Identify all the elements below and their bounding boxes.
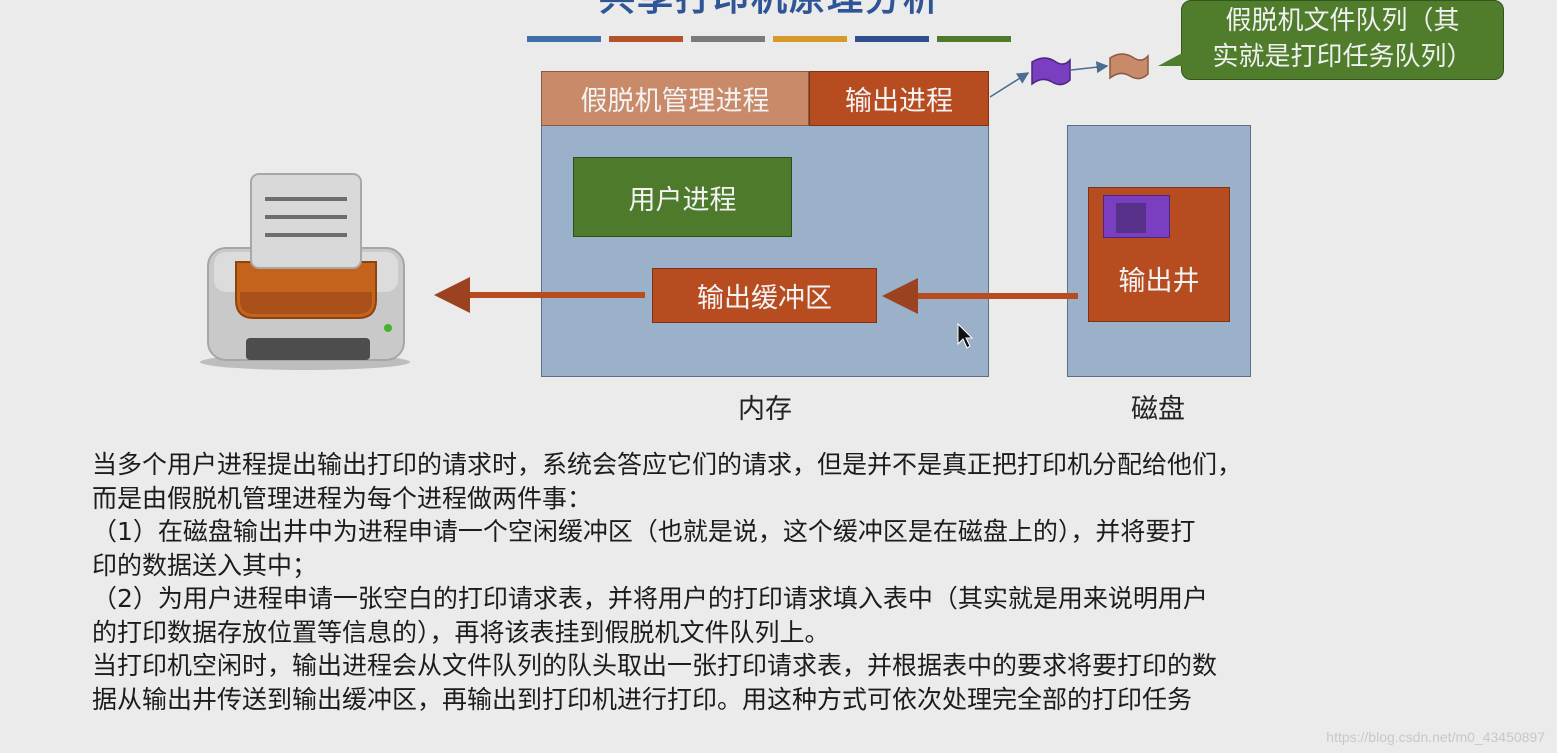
output-buffer: 输出缓冲区 <box>652 268 877 323</box>
text-line: （1）在磁盘输出井中为进程申请一个空闲缓冲区（也就是说，这个缓冲区是在磁盘上的）… <box>92 517 1196 546</box>
title-stripe-4 <box>773 36 847 42</box>
text-line: 当多个用户进程提出输出打印的请求时，系统会答应它们的请求，但是并不是真正把打印机… <box>92 450 1243 479</box>
print-data-inner-block <box>1116 203 1146 233</box>
title-stripe-2 <box>609 36 683 42</box>
text-line: 而是由假脱机管理进程为每个进程做两件事： <box>92 483 593 513</box>
user-process: 用户进程 <box>573 157 792 237</box>
callout-line-1: 假脱机文件队列（其 <box>1225 6 1460 36</box>
page-title: 共享打印机原理分析 <box>520 0 1020 24</box>
text-line: 据从输出井传送到输出缓冲区，再输出到打印机进行打印。用这种方式可依次处理完全部的… <box>92 684 1193 714</box>
arrow-output-to-queue <box>989 72 1030 98</box>
explanation-text: 当多个用户进程提出输出打印的请求时，系统会答应它们的请求，但是并不是真正把打印机… <box>92 448 1492 716</box>
callout-line-2: 实就是打印任务队列） <box>1212 42 1473 72</box>
arrow-queue-link <box>1070 61 1109 74</box>
memory-label: 内存 <box>738 394 792 425</box>
spool-manager-process: 假脱机管理进程 <box>541 71 809 126</box>
title-stripe-3 <box>691 36 765 42</box>
spool-queue-callout: 假脱机文件队列（其 实就是打印任务队列） <box>1181 0 1504 80</box>
title-stripe-1 <box>527 36 601 42</box>
title-stripe-6 <box>937 36 1011 42</box>
disk-label: 磁盘 <box>1131 394 1185 425</box>
text-line: 当打印机空闲时，输出进程会从文件队列的队头取出一张打印请求表，并根据表中的要求将… <box>92 651 1218 680</box>
watermark: https://blog.csdn.net/m0_43450897 <box>1326 729 1545 745</box>
text-line: 印的数据送入其中； <box>92 550 318 580</box>
text-line: 的打印数据存放位置等信息的），再将该表挂到假脱机文件队列上。 <box>92 617 830 647</box>
title-stripe-5 <box>855 36 929 42</box>
output-process: 输出进程 <box>809 71 989 126</box>
text-line: （2）为用户进程申请一张空白的打印请求表，并将用户的打印请求填入表中（其实就是用… <box>92 584 1208 613</box>
